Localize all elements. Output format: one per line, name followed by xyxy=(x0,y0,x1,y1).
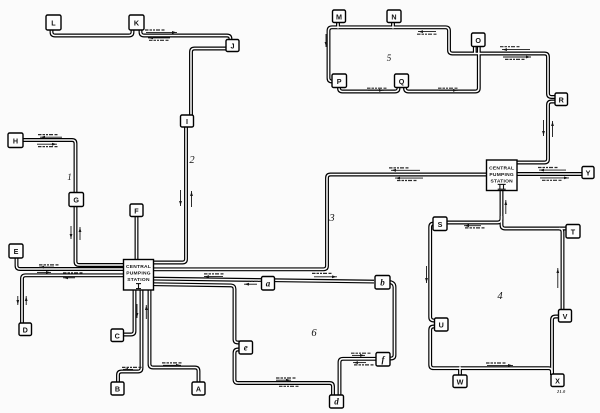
svg-text:Q: Q xyxy=(399,77,405,86)
svg-text:R: R xyxy=(559,95,565,104)
svg-text:G: G xyxy=(73,196,79,205)
svg-text:H: H xyxy=(13,136,18,145)
svg-text:CENTRAL: CENTRAL xyxy=(126,264,151,270)
svg-text:T: T xyxy=(571,227,576,236)
svg-text:C: C xyxy=(115,331,120,340)
svg-text:L: L xyxy=(51,19,56,28)
svg-text:5: 5 xyxy=(387,53,392,63)
svg-text:W: W xyxy=(457,377,464,386)
svg-text:6: 6 xyxy=(311,328,317,339)
svg-text:2: 2 xyxy=(189,155,195,166)
svg-text:4: 4 xyxy=(497,291,503,302)
svg-text:D: D xyxy=(23,325,28,334)
svg-text:PUMPING: PUMPING xyxy=(126,271,151,277)
svg-text:21.0: 21.0 xyxy=(556,389,566,394)
svg-text:e: e xyxy=(244,343,248,353)
svg-text:B: B xyxy=(115,385,120,394)
svg-text:PUMPING: PUMPING xyxy=(489,172,514,178)
svg-text:J: J xyxy=(231,42,235,51)
svg-text:a: a xyxy=(266,279,271,289)
svg-text:STATION: STATION xyxy=(490,179,513,185)
svg-text:K: K xyxy=(134,19,140,28)
svg-text:V: V xyxy=(563,312,568,321)
svg-text:3: 3 xyxy=(328,213,334,224)
svg-text:STATION: STATION xyxy=(127,277,150,283)
svg-text:b: b xyxy=(380,277,385,287)
svg-text:P: P xyxy=(337,77,342,86)
svg-text:d: d xyxy=(334,397,339,407)
svg-text:A: A xyxy=(196,385,201,394)
svg-text:N: N xyxy=(391,12,396,21)
svg-text:U: U xyxy=(439,321,444,330)
svg-text:I: I xyxy=(186,117,188,126)
svg-text:X: X xyxy=(555,376,560,385)
svg-text:E: E xyxy=(14,247,19,256)
svg-text:CENTRAL: CENTRAL xyxy=(489,165,514,171)
svg-text:1: 1 xyxy=(67,172,72,182)
svg-text:S: S xyxy=(438,220,443,229)
svg-text:f: f xyxy=(382,354,386,364)
svg-text:F: F xyxy=(134,206,139,215)
svg-text:M: M xyxy=(336,12,342,21)
svg-text:O: O xyxy=(475,36,481,45)
svg-text:Y: Y xyxy=(586,169,591,178)
